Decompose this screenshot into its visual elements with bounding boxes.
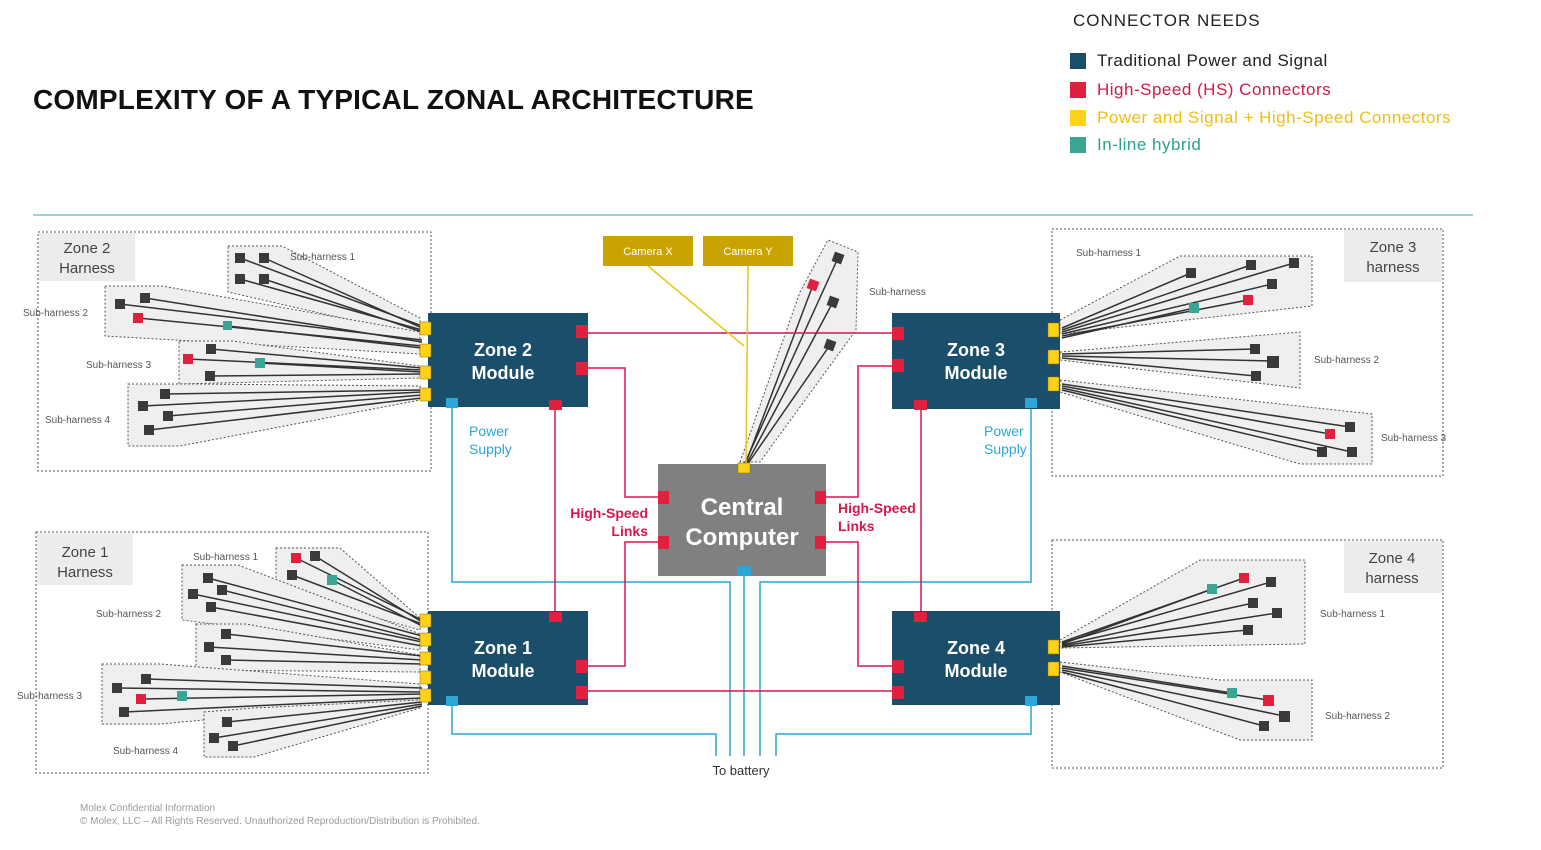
zone4-tag [1344, 541, 1442, 593]
square-swatch-icon [1070, 137, 1086, 153]
zone3-tag [1344, 230, 1442, 282]
center-wires [743, 257, 839, 466]
ports-yellow [419, 321, 1060, 703]
zone4-tag-line1: Zone 4 [1369, 550, 1416, 567]
legend-label-traditional: Traditional Power and Signal [1097, 51, 1328, 70]
z3-wires [1061, 262, 1353, 453]
z1-wires [116, 555, 423, 747]
zone2-tag-line2: Harness [59, 260, 115, 277]
zone1-module: Zone 1 Module [428, 611, 588, 705]
z2-subharness3-label: Sub-harness 3 [86, 360, 151, 371]
camera-x-label: Camera X [623, 246, 673, 258]
zone4-module-line2: Module [945, 661, 1008, 681]
hs-links-left-line1: High-Speed [570, 505, 648, 521]
legend-title: CONNECTOR NEEDS [1073, 11, 1261, 30]
connectors-dark [112, 251, 1357, 751]
zone1-module-line1: Zone 1 [474, 638, 532, 658]
zone2-tag-line1: Zone 2 [64, 240, 111, 257]
camera-y-label: Camera Y [723, 246, 773, 258]
hs-links-left-line2: Links [611, 523, 648, 539]
power-supply-right-line2: Supply [984, 441, 1027, 457]
ports-red [549, 325, 927, 699]
z1-subharness3-label: Sub-harness 3 [17, 691, 82, 702]
hs-links-right-line2: Links [838, 518, 875, 534]
zone1-module-line2: Module [472, 661, 535, 681]
square-swatch-icon [1070, 53, 1086, 69]
legend-label-high-speed: High-Speed (HS) Connectors [1097, 80, 1332, 99]
camera-lines [647, 265, 749, 466]
zone4-module-line1: Zone 4 [947, 638, 1005, 658]
central-line1: Central [701, 494, 784, 521]
z2-subharness2-label: Sub-harness 2 [23, 308, 88, 319]
connectors-red [133, 278, 1335, 706]
z4-subharness2-label: Sub-harness 2 [1325, 711, 1390, 722]
z3-subharness1-label: Sub-harness 1 [1076, 248, 1141, 259]
legend-label-inline-hybrid: In-line hybrid [1097, 135, 1202, 154]
zone3-module-line1: Zone 3 [947, 340, 1005, 360]
z2-subharness4-label: Sub-harness 4 [45, 415, 110, 426]
camera-x-box [603, 236, 693, 266]
zone3-tag-line1: Zone 3 [1370, 239, 1417, 256]
power-supply-right-line1: Power [984, 423, 1024, 439]
connectors-teal [177, 303, 1237, 701]
legend-item-traditional: Traditional Power and Signal [1070, 51, 1328, 71]
legend-item-power-signal-hs: Power and Signal + High-Speed Connectors [1070, 108, 1451, 128]
zone3-tag-line2: harness [1366, 259, 1419, 276]
zone1-tag-line2: Harness [57, 564, 113, 581]
legend-item-high-speed: High-Speed (HS) Connectors [1070, 80, 1331, 100]
zone4-module: Zone 4 Module [892, 611, 1060, 705]
footer-copyright: © Molex, LLC – All Rights Reserved. Unau… [80, 816, 480, 827]
power-supply-lines [451, 404, 1032, 756]
to-battery-label: To battery [712, 763, 770, 778]
z3-subharness2-label: Sub-harness 2 [1314, 355, 1379, 366]
zone2-module: Zone 2 Module [428, 313, 588, 407]
camera-y-box [703, 236, 793, 266]
z3-subharness2-shape [1059, 331, 1301, 389]
zone3-module-line2: Module [945, 363, 1008, 383]
zone4-tag-line2: harness [1365, 570, 1418, 587]
z1-subharness1-label: Sub-harness 1 [193, 552, 258, 563]
high-speed-links [554, 332, 922, 692]
ports-blue [446, 398, 1037, 706]
footer-confidential: Molex Confidential Information [80, 803, 216, 814]
central-computer: Central Computer [658, 464, 826, 576]
z3-subharness3-label: Sub-harness 3 [1381, 433, 1446, 444]
z2-wires [119, 257, 423, 431]
zone2-module-line2: Module [472, 363, 535, 383]
z1-subharness5-shape [203, 699, 421, 758]
center-subharness-label: Sub-harness [869, 287, 926, 298]
square-swatch-icon [1070, 110, 1086, 126]
z4-subharness1-shape [1059, 559, 1306, 649]
center-subharness-shape [739, 239, 859, 463]
z4-subharness1-label: Sub-harness 1 [1320, 609, 1385, 620]
zone2-tag [39, 233, 135, 281]
zone1-tag-line1: Zone 1 [62, 544, 109, 561]
page-title: COMPLEXITY OF A TYPICAL ZONAL ARCHITECTU… [33, 84, 754, 115]
power-supply-left-line2: Supply [469, 441, 512, 457]
power-supply-left-line1: Power [469, 423, 509, 439]
z2-subharness1-shape [227, 245, 421, 337]
square-swatch-icon [1070, 82, 1086, 98]
hs-links-right-line1: High-Speed [838, 500, 916, 516]
z1-subharness4-label: Sub-harness 4 [113, 746, 178, 757]
z1-subharness2-label: Sub-harness 2 [96, 609, 161, 620]
legend-label-power-signal-hs: Power and Signal + High-Speed Connectors [1097, 108, 1452, 127]
z2-subharness1-label: Sub-harness 1 [290, 252, 355, 263]
z2-subharness2-shape [104, 285, 421, 355]
zone1-tag [37, 533, 133, 585]
zone2-module-line1: Zone 2 [474, 340, 532, 360]
central-line2: Computer [685, 524, 798, 551]
legend-item-inline-hybrid: In-line hybrid [1070, 135, 1201, 155]
zone3-module: Zone 3 Module [892, 313, 1060, 409]
